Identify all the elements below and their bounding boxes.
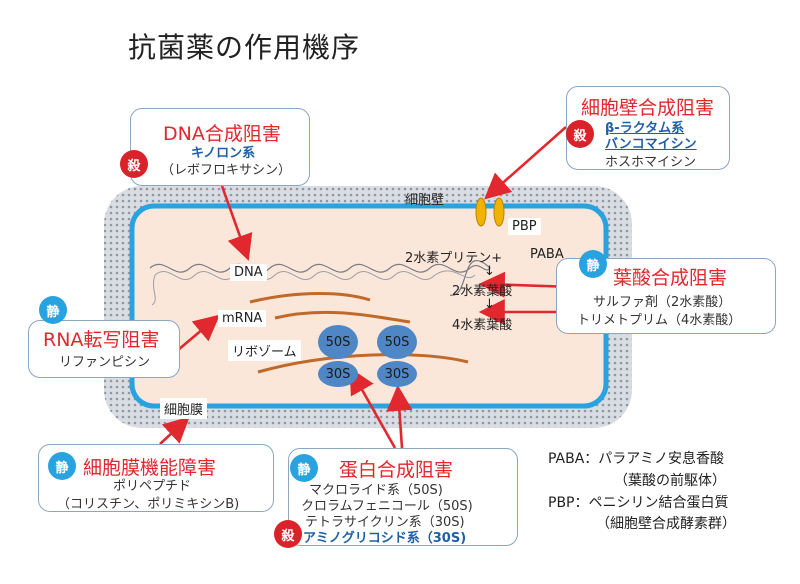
folate-synthesis-box: 葉酸合成阻害 サルファ剤（2水素酸） トリメトプリム（4水素酸） <box>556 258 776 334</box>
membrane-label: 細胞膜 <box>160 398 208 419</box>
arrow-membrane <box>159 416 190 445</box>
ribosome-50s-b: 50S <box>377 325 417 359</box>
wall-drug-fosfomycin: ホスホマイシン <box>605 155 697 170</box>
protein-drug-chloramphenicol: クロラムフェニコール（50S) <box>301 499 473 514</box>
arrow-wall <box>484 126 567 200</box>
kill-badge: 殺 <box>566 120 594 148</box>
cell-wall-label: 細胞壁 <box>405 193 445 208</box>
ribosome-strand <box>257 353 469 374</box>
membrane-drug: ポリペプチド <box>113 479 192 494</box>
dna-heading: DNA合成阻害 <box>163 123 281 145</box>
arrow-dna <box>220 185 253 261</box>
pbp-protein <box>475 197 487 227</box>
static-badge: 静 <box>579 250 607 278</box>
arrow-protein-1 <box>349 367 397 449</box>
protein-drug-aminoglycoside: アミノグリコシド系（30S) <box>303 531 467 546</box>
legend-paba-note: （葉酸の前駆体） <box>614 473 726 489</box>
kill-badge: 殺 <box>120 150 148 178</box>
cell-wall-synthesis-box: 細胞壁合成阻害 β-ラクタム系 バンコマイシン ホスホマイシン <box>566 86 730 170</box>
mrna-strand-2 <box>274 310 411 324</box>
paba-label: PABA <box>530 247 564 262</box>
protein-synthesis-box: 蛋白合成阻害 マクロライド系（50S) クロラムフェニコール（50S) テトラサ… <box>288 448 518 546</box>
arrow-rna <box>177 314 220 351</box>
dna-tail <box>151 274 156 306</box>
rna-transcription-box: RNA転写阻害 リファンピシン <box>28 320 180 378</box>
pbp-label: PBP <box>508 218 541 235</box>
protein-drug-tetracycline: テトラサイクリン系（30S) <box>305 515 465 530</box>
ribosome-50s-a: 50S <box>318 325 358 359</box>
wall-drug-beta-lactam: β-ラクタム系 <box>605 121 685 136</box>
dna-strand-2 <box>154 270 476 281</box>
mrna-strand <box>249 292 371 304</box>
static-badge: 静 <box>48 452 76 480</box>
dna-strand <box>149 260 491 296</box>
rna-heading: RNA転写阻害 <box>43 329 160 351</box>
folate-drug-trimethoprim: トリメトプリム（4水素酸） <box>577 313 742 328</box>
pbp-protein-2 <box>493 197 505 227</box>
dna-drug: キノロン系 <box>191 146 256 161</box>
pathway-step-1: 2水素プリテン+ <box>405 251 503 266</box>
ribosome-30s-a: 30S <box>318 361 358 387</box>
membrane-function-box: 細胞膜機能障害 ポリペプチド （コリスチン、ポリミキシンB) <box>38 444 274 512</box>
kill-badge: 殺 <box>274 520 302 548</box>
protein-heading: 蛋白合成阻害 <box>339 459 454 481</box>
protein-drug-macrolide: マクロライド系（50S) <box>309 483 443 498</box>
mrna-label: mRNA <box>218 310 267 327</box>
folate-heading: 葉酸合成阻害 <box>613 267 728 289</box>
legend-pbp: PBP：ペニシリン結合蛋白質 <box>548 495 729 511</box>
arrow-protein-2 <box>386 384 413 449</box>
wall-heading: 細胞壁合成阻害 <box>581 97 715 119</box>
static-badge: 静 <box>290 454 318 482</box>
dna-example: （レボフロキサシン） <box>161 163 292 178</box>
folate-drug-sulfa: サルファ剤（2水素酸） <box>593 295 732 310</box>
legend-paba: PABA：パラアミノ安息香酸 <box>548 451 725 467</box>
rna-drug: リファンピシン <box>59 355 151 370</box>
dna-synthesis-box: DNA合成阻害 キノロン系 （レボフロキサシン） <box>130 108 310 186</box>
wall-drug-vancomycin: バンコマイシン <box>605 137 697 152</box>
pathway-arrow-1: ↓ <box>484 264 495 279</box>
ribosome-30s-b: 30S <box>377 361 417 387</box>
cell-membrane <box>129 203 609 409</box>
ribosome-label: リボゾーム <box>228 340 301 361</box>
dna-label: DNA <box>230 264 267 281</box>
page-title: 抗菌薬の作用機序 <box>128 31 361 64</box>
pathway-step-3: 4水素葉酸 <box>452 318 513 333</box>
membrane-example: （コリスチン、ポリミキシンB) <box>57 497 240 512</box>
legend-pbp-note: （細胞壁合成酵素群） <box>596 516 736 532</box>
membrane-heading: 細胞膜機能障害 <box>83 457 217 479</box>
pathway-arrow-2: ↓ <box>484 297 495 312</box>
pathway-step-2: 2水素葉酸 <box>452 284 513 299</box>
static-badge: 静 <box>39 296 67 324</box>
